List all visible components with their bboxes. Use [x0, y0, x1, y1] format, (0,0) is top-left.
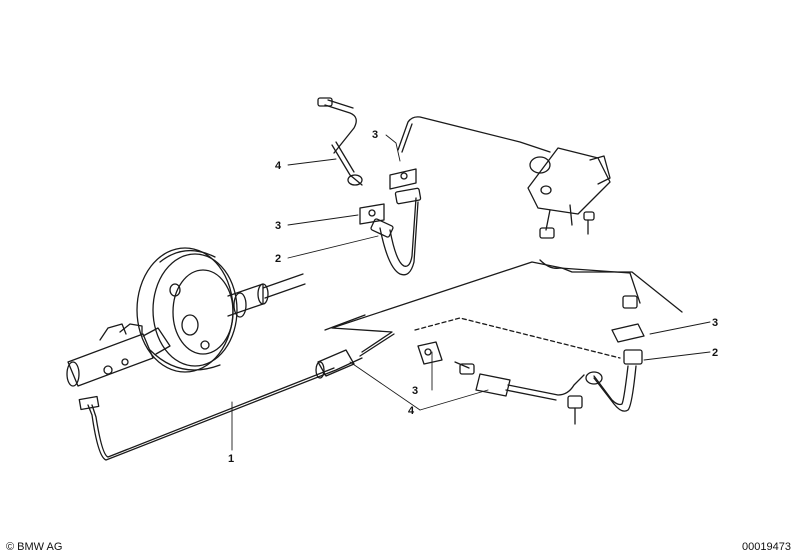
bracket-clip-top: [389, 168, 417, 190]
callout-3-top: 3: [372, 129, 378, 141]
callout-1: 1: [228, 453, 234, 465]
upper-brake-line: [317, 97, 551, 186]
proportioning-valve: [527, 147, 611, 239]
right-fitting: [611, 295, 645, 365]
callout-3-mid: 3: [275, 220, 281, 232]
bracket-clip-mid: [359, 203, 385, 225]
brake-pipe-1: [78, 357, 363, 461]
callout-2-top: 2: [275, 253, 281, 265]
brake-hose-top: [370, 187, 422, 276]
hose-sleeve-left: [315, 349, 355, 379]
booster-pushrod: [227, 273, 306, 318]
dashed-reference-line: [414, 317, 621, 359]
copyright-label: © BMW AG: [6, 541, 63, 553]
callout-4-top: 4: [275, 160, 282, 172]
image-number: 00019473: [742, 541, 791, 553]
bracket-clip-bottom: [417, 341, 443, 365]
brake-booster: [136, 247, 238, 373]
leader-lines: [231, 134, 711, 451]
master-cylinder: [66, 323, 171, 387]
callout-4-bottom: 4: [408, 405, 415, 417]
callout-2-right: 2: [712, 347, 718, 359]
callout-3-bottom: 3: [412, 385, 418, 397]
callout-3-right: 3: [712, 317, 718, 329]
brake-pipe-long: [324, 259, 683, 357]
hose-sleeve-right: [454, 361, 585, 425]
brake-hose-right: [585, 365, 637, 412]
